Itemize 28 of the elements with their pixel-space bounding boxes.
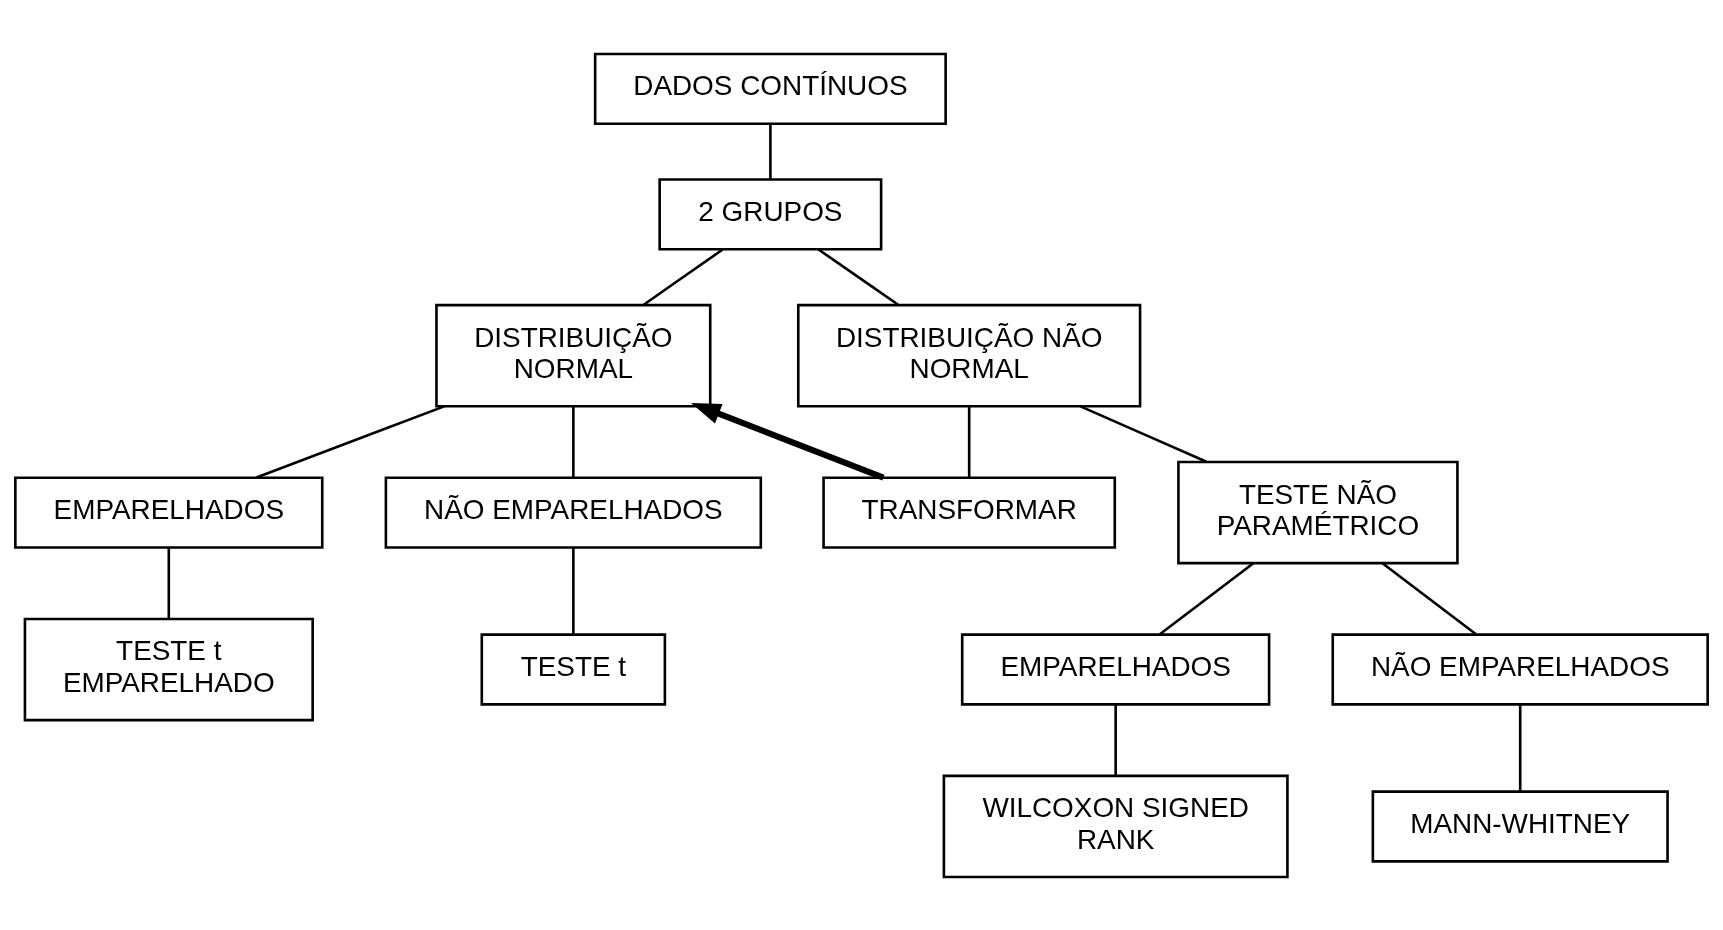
connector [1381, 561, 1477, 635]
connector [1114, 704, 1117, 776]
connector [967, 406, 971, 478]
node-box: DISTRIBUIÇÃO NORMAL [435, 303, 712, 407]
node-box: MANN-WHITNEY [1371, 789, 1669, 863]
connector [572, 547, 575, 635]
arrow [691, 402, 885, 480]
node-box: EMPARELHADOS [960, 632, 1271, 706]
node-box: TRANSFORMAR [822, 475, 1117, 549]
connector [769, 123, 772, 179]
connector [817, 247, 899, 306]
node-box: TESTE NÃO PARAMÉTRICO [1177, 460, 1459, 564]
node-box: NÃO EMPARELHADOS [1331, 632, 1709, 706]
node-box: TESTE t EMPARELHADO [23, 617, 314, 721]
node-box: DISTRIBUIÇÃO NÃO NORMAL [797, 303, 1142, 407]
node-box: DADOS CONTÍNUOS [593, 52, 947, 125]
connector [1159, 561, 1255, 635]
connector [1518, 704, 1522, 791]
node-box: NÃO EMPARELHADOS [384, 475, 763, 549]
connector [256, 404, 445, 479]
connector [572, 406, 575, 478]
node-box: 2 GRUPOS [658, 177, 883, 251]
node-box: WILCOXON SIGNED RANK [942, 774, 1289, 878]
connector [167, 547, 171, 619]
connector [642, 247, 724, 306]
node-box: TESTE t [480, 632, 667, 706]
connector [1079, 404, 1207, 463]
node-box: EMPARELHADOS [14, 475, 324, 549]
